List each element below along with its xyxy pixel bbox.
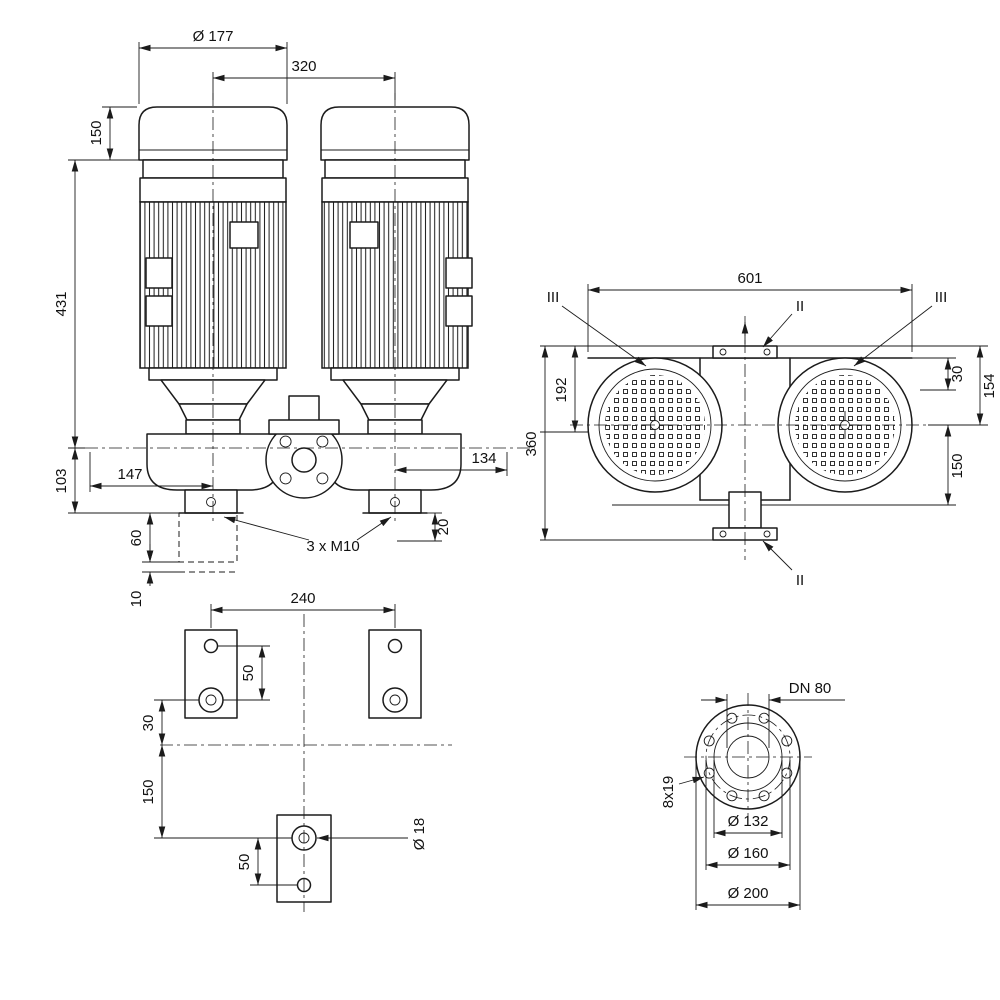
- terminal-box: [145, 295, 173, 327]
- dim-axis-depth: 154: [981, 373, 998, 398]
- flange-bolt-hole: [316, 472, 329, 485]
- dim-offset-right: 134: [471, 450, 496, 467]
- label-section-ii-bottom: II: [796, 572, 804, 589]
- dim-offset-left: 147: [117, 466, 142, 483]
- dim-hole-offset-top: 50: [240, 665, 257, 682]
- dim-overall-width: 601: [737, 270, 762, 287]
- label-bolt-holes: 8x19: [660, 776, 677, 809]
- flange-bolt-hole: [279, 472, 292, 485]
- label-section-ii-top: II: [796, 298, 804, 315]
- front-view-dimensions: Ø 177 320 150 431 103 147 134 60: [53, 28, 508, 608]
- discharge-pipe: [288, 395, 320, 423]
- flange-dimensions: DN 80 8x19 Ø 132 Ø 160 Ø 200: [660, 680, 845, 910]
- label-anchor-bolts: 3 x M10: [306, 538, 359, 555]
- terminal-box: [145, 257, 173, 289]
- terminal-box: [445, 295, 473, 327]
- dim-motor-spacing: 320: [291, 58, 316, 75]
- mounting-pad-left: [184, 629, 238, 719]
- fan-cowl: [138, 106, 288, 161]
- dim-lower-depth: 150: [949, 453, 966, 478]
- dim-lower-offset: 150: [140, 779, 157, 804]
- front-view: Ø 177 320 150 431 103 147 134 60: [53, 28, 535, 607]
- dim-motor-diameter: Ø 177: [193, 28, 234, 45]
- flange-bolt-hole: [279, 435, 292, 448]
- dim-foot-offset: 20: [435, 519, 452, 536]
- dim-height-base: 103: [53, 468, 70, 493]
- label-hole-diameter: Ø 18: [411, 818, 428, 851]
- pump-feet: [178, 489, 442, 573]
- foundation-dimensions: 240 50 30 150 50 Ø 18: [140, 590, 428, 886]
- fan-cowl: [320, 106, 470, 161]
- label-section-iii-right: III: [935, 289, 948, 306]
- mounting-pad-right: [368, 629, 422, 719]
- dim-height-top: 150: [88, 120, 105, 145]
- dim-grout: 10: [128, 591, 145, 608]
- dim-axis-offset: 30: [140, 715, 157, 732]
- flange-plate: [268, 419, 340, 435]
- foot-bolt-hole: [206, 497, 216, 507]
- terminal-box: [445, 257, 473, 289]
- flange-view: DN 80 8x19 Ø 132 Ø 160 Ø 200: [660, 680, 845, 910]
- dim-bolt-spacing: 240: [290, 590, 315, 607]
- dim-outer-diameter: Ø 200: [728, 885, 769, 902]
- label-section-iii-left: III: [547, 289, 560, 306]
- anchor-hole: [387, 638, 403, 654]
- dim-foot-height: 60: [128, 530, 145, 547]
- flange-bolt-hole: [316, 435, 329, 448]
- foundation-block-outline: [178, 512, 238, 563]
- dim-overall-depth: 360: [523, 431, 540, 456]
- foundation-view: 240 50 30 150 50 Ø 18: [140, 590, 452, 912]
- dim-height-main: 431: [53, 291, 70, 316]
- dim-bolt-circle: Ø 160: [728, 845, 769, 862]
- dim-flange-offset: 30: [949, 366, 966, 383]
- label-nominal-diameter: DN 80: [789, 680, 832, 697]
- dim-raised-face: Ø 132: [728, 813, 769, 830]
- dim-upper-depth: 192: [553, 377, 570, 402]
- dim-hole-offset-bottom: 50: [236, 854, 253, 871]
- side-view: 601 30 150 154 192 360 III III I: [523, 270, 998, 589]
- side-view-dimensions: 601 30 150 154 192 360 III III I: [523, 270, 998, 589]
- terminal-box: [349, 221, 379, 249]
- anchor-hole: [203, 638, 219, 654]
- motor-right: [320, 106, 473, 435]
- terminal-box: [229, 221, 259, 249]
